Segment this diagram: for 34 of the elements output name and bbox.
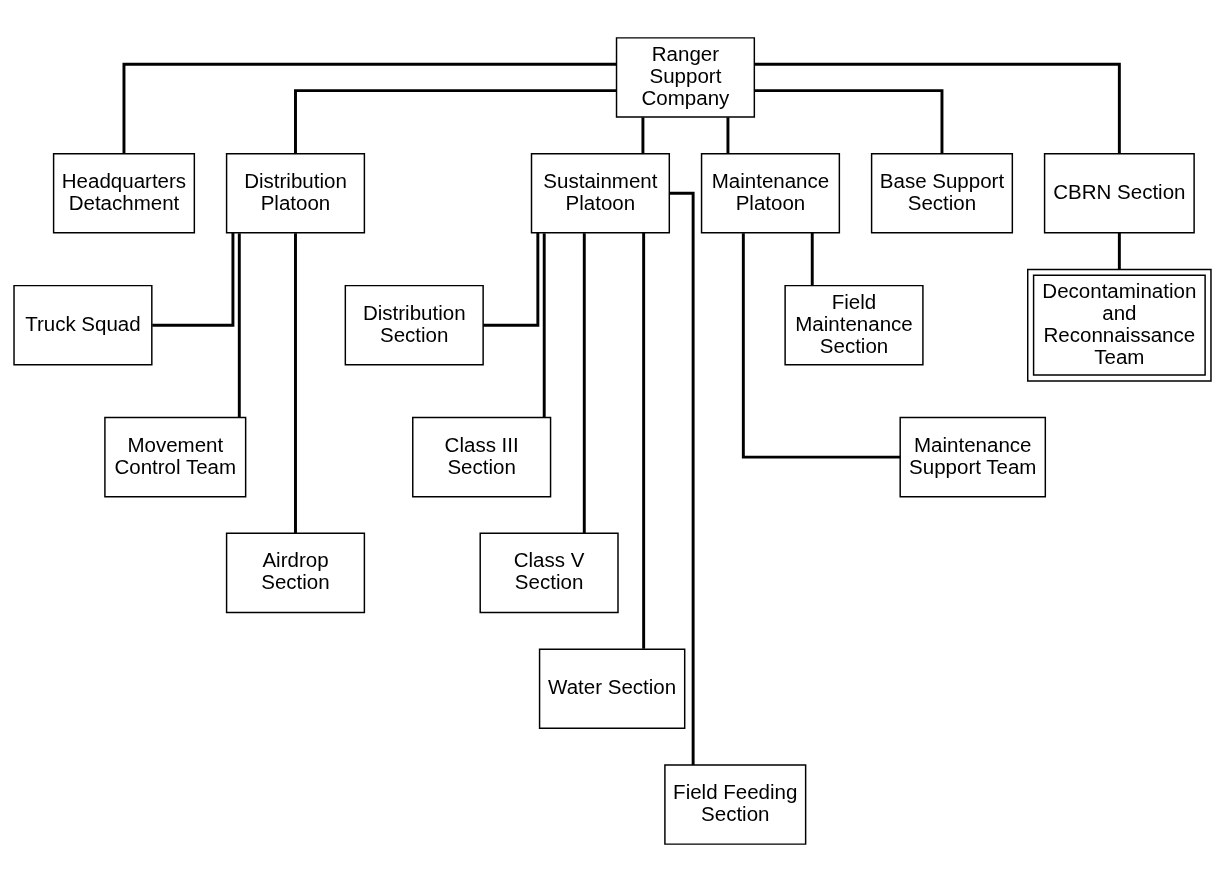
node-box: Airdrop Section (225, 532, 366, 613)
connector (726, 116, 730, 153)
connector (483, 232, 540, 327)
connector (641, 116, 645, 153)
connector (237, 232, 241, 418)
node-box: Water Section (538, 647, 686, 729)
connector (294, 232, 297, 533)
connector (294, 88, 617, 153)
node-box: Distribution Section (344, 284, 484, 365)
connector (642, 232, 646, 649)
node-box: Distribution Platoon (225, 152, 366, 234)
connector (754, 88, 944, 153)
node-box: Field Feeding Section (664, 763, 807, 845)
connector (1117, 232, 1121, 269)
node-box: Headquarters Detachment (52, 152, 196, 234)
node-box: Sustainment Platoon (530, 152, 671, 234)
connector (122, 62, 616, 153)
connector (754, 62, 1121, 153)
node-box: Field Maintenance Section (784, 284, 924, 365)
node-box: CBRN Section (1043, 152, 1195, 234)
connector (152, 232, 235, 327)
node-box: Class III Section (412, 416, 552, 497)
node-box: Ranger Support Company (615, 36, 756, 118)
node-box: Class V Section (479, 532, 619, 613)
connector (542, 232, 546, 418)
node-box: Movement Control Team (104, 416, 247, 497)
connector (582, 232, 586, 533)
node-box: Maintenance Platoon (700, 152, 841, 234)
connector (741, 232, 901, 459)
node-box: Base Support Section (870, 152, 1014, 234)
node-box: Truck Squad (13, 284, 153, 365)
connector (810, 232, 814, 285)
node-box: Decontamination and Reconnaissance Team (1027, 268, 1212, 382)
node-box: Maintenance Support Team (899, 416, 1047, 497)
